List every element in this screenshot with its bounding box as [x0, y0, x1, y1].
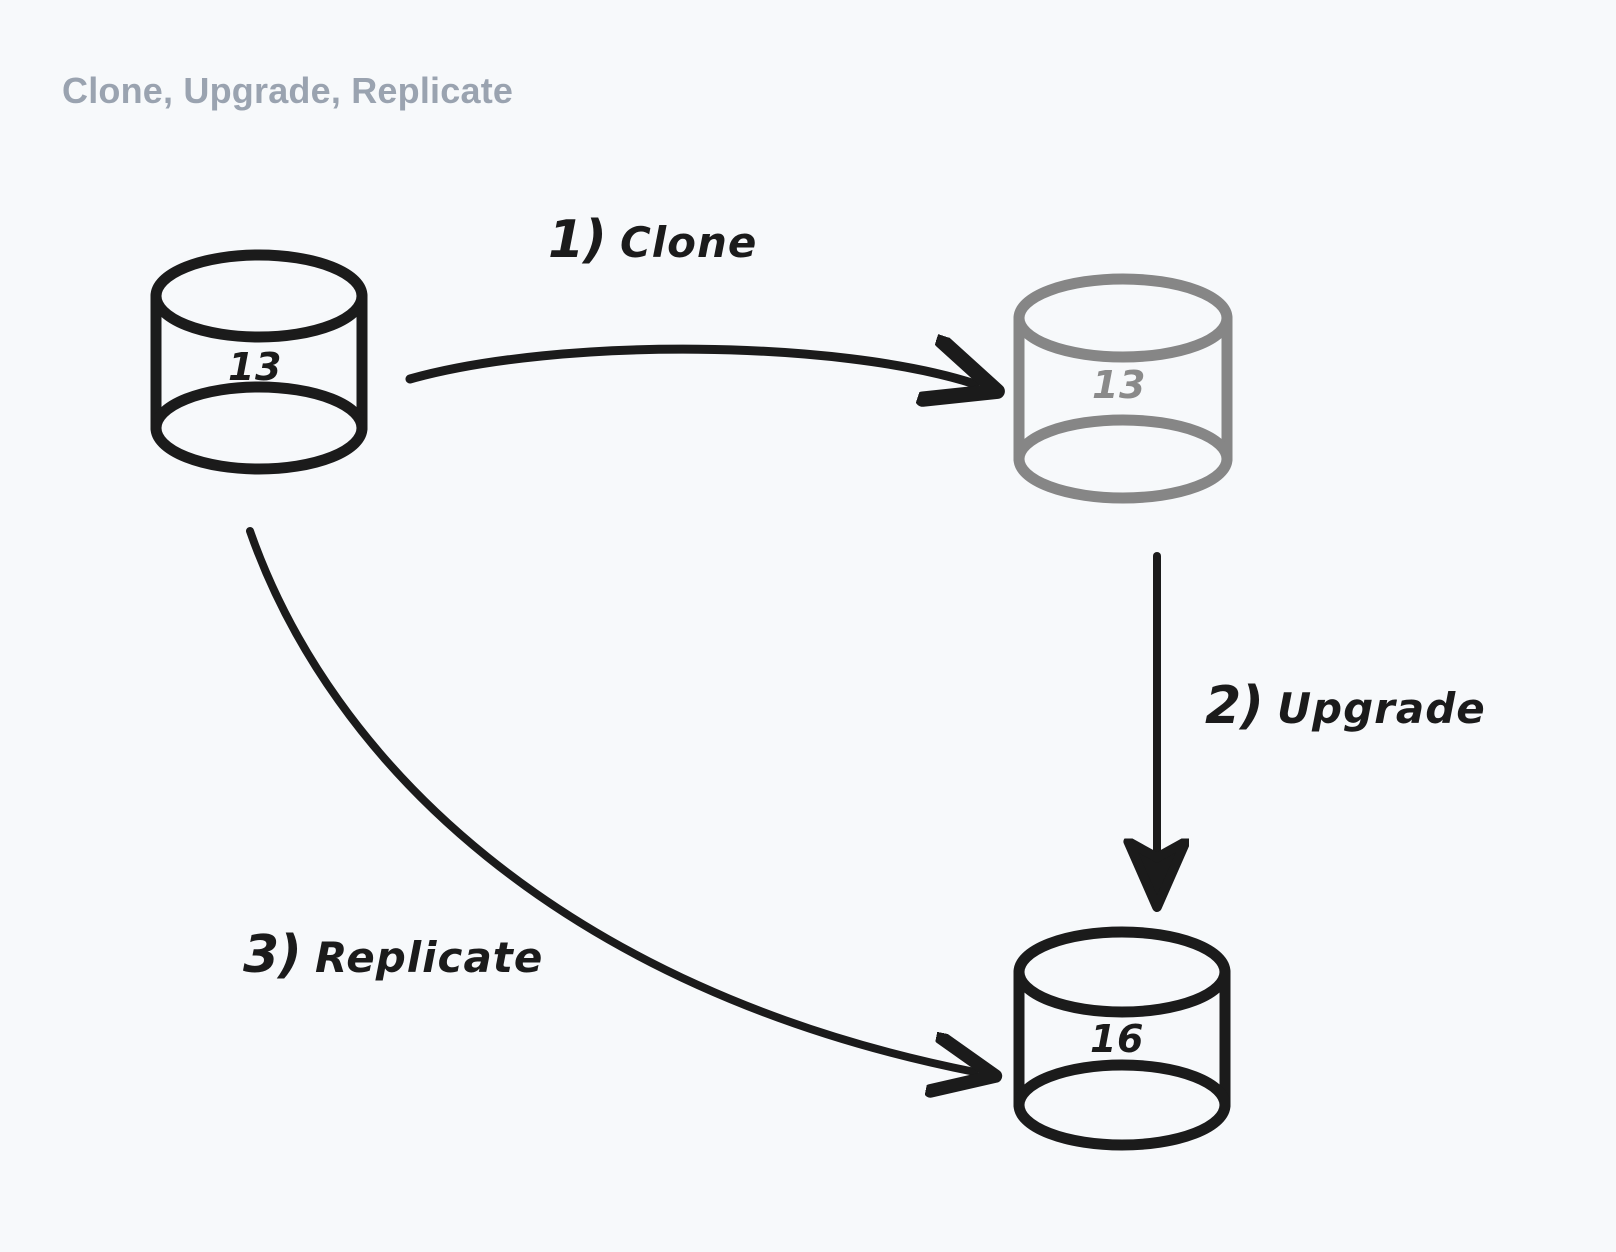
edge-step-number: 3)	[243, 925, 302, 985]
arrow-clone	[405, 349, 975, 384]
cylinder-bottom-arc	[1013, 453, 1233, 504]
cylinder-source-db	[150, 249, 368, 475]
edge-step-number: 1)	[548, 210, 607, 270]
edge-step-number: 2)	[1205, 676, 1264, 736]
cylinder-bottom-arc	[150, 422, 368, 475]
edge-label-upgrade: 2) Upgrade	[1205, 676, 1486, 736]
cylinder-bottom-back-arc	[150, 381, 368, 434]
cylinder-bottom-arc	[1013, 1099, 1231, 1151]
cylinder-clone-db-label: 13	[1092, 363, 1146, 407]
cylinder-top-ellipse	[1013, 926, 1231, 1018]
edge-label-text: Clone	[619, 218, 758, 267]
edge-label-text: Replicate	[314, 933, 544, 982]
cylinder-upgraded-db-label: 16	[1090, 1017, 1144, 1061]
cylinder-top-ellipse	[150, 249, 368, 343]
cylinder-source-db-label: 13	[228, 345, 282, 389]
page-title: Clone, Upgrade, Replicate	[62, 70, 514, 111]
edge-label-clone: 1) Clone	[548, 210, 757, 270]
edge-label-text: Upgrade	[1276, 684, 1486, 733]
cylinder-bottom-back-arc	[1013, 1059, 1231, 1111]
edge-label-replicate: 3) Replicate	[243, 925, 543, 985]
cylinder-bottom-back-arc	[1013, 414, 1233, 465]
arrow-replicate	[246, 527, 975, 1072]
cylinder-clone-db	[1013, 273, 1233, 504]
cylinder-upgraded-db	[1013, 926, 1231, 1151]
cylinder-top-ellipse	[1013, 273, 1233, 363]
